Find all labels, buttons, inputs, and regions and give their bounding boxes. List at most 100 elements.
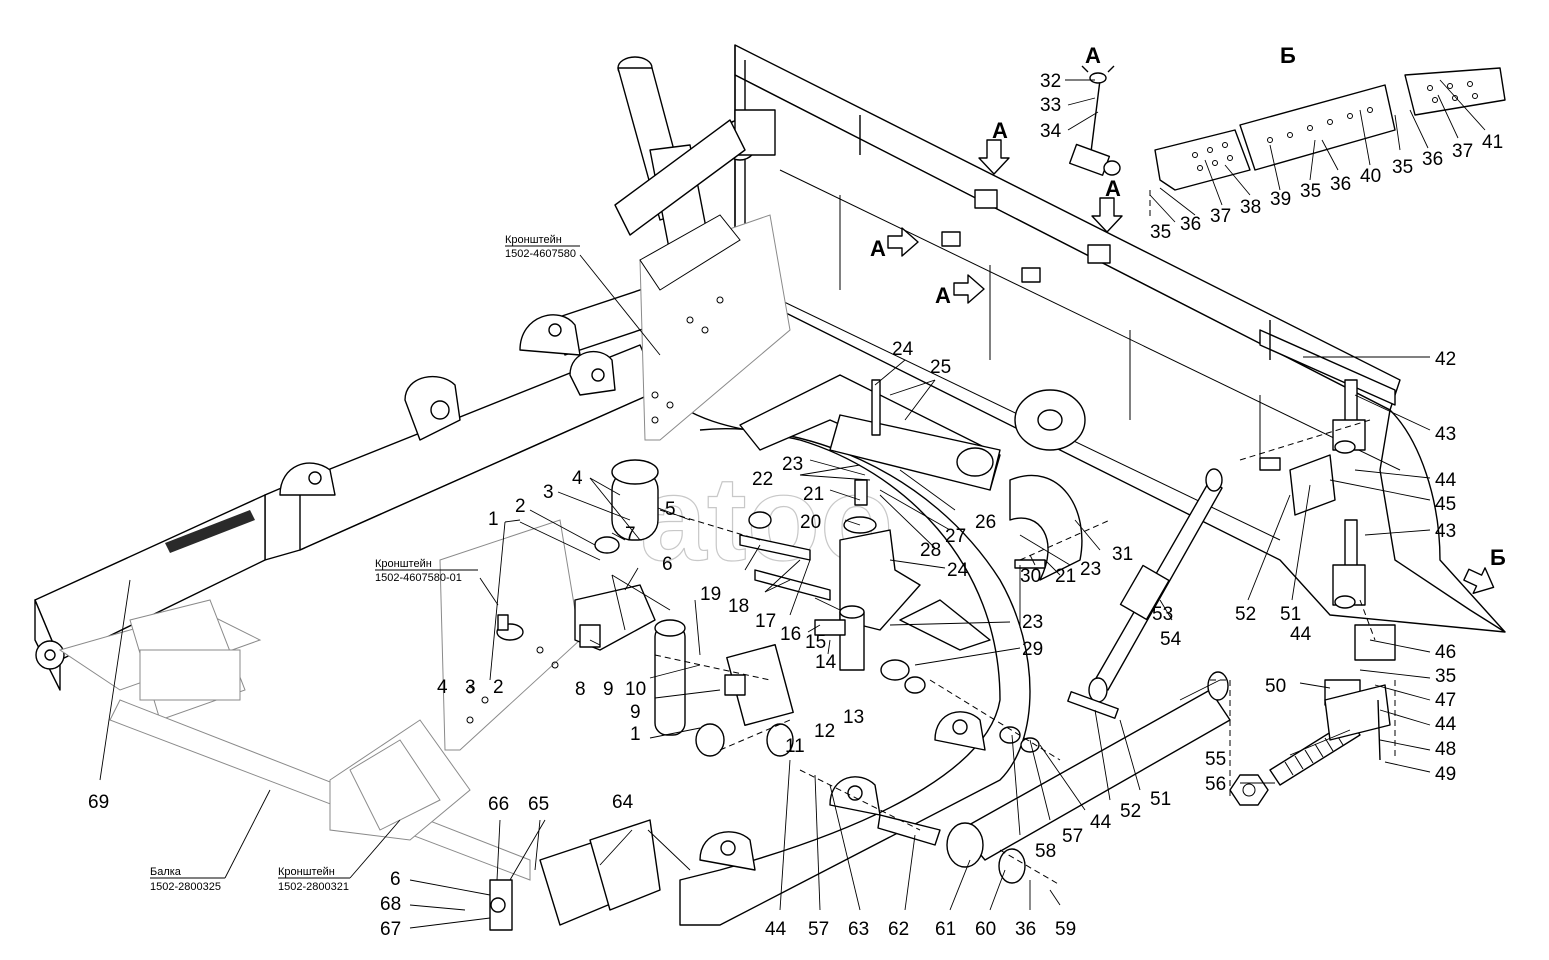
callout: 35 — [1300, 181, 1321, 202]
callout: 63 — [848, 919, 869, 940]
callout: 18 — [728, 596, 749, 617]
callout: 34 — [1040, 121, 1062, 142]
callout: 14 — [815, 652, 837, 673]
callout: 8 — [575, 679, 586, 700]
callout: 44 — [1090, 812, 1112, 833]
callout: 57 — [1062, 826, 1083, 847]
callout: 3 — [543, 482, 554, 503]
callout: 52 — [1120, 801, 1141, 822]
callout: 36 — [1180, 214, 1201, 235]
callout: 10 — [625, 679, 646, 700]
callout: 9 — [603, 679, 614, 700]
callout: 66 — [488, 794, 509, 815]
captions: Кронштейн 1502-4607580 Кронштейн 1502-46… — [150, 234, 580, 893]
callout: 23 — [782, 454, 803, 475]
callout: 55 — [1205, 749, 1226, 770]
callout: 6 — [390, 869, 401, 890]
callout: 42 — [1435, 349, 1456, 370]
callout: 31 — [1112, 544, 1133, 565]
callout: 24 — [892, 339, 914, 360]
callout: 19 — [700, 584, 721, 605]
callout: 23 — [1022, 612, 1043, 633]
callout: 4 — [437, 677, 448, 698]
callout: 62 — [888, 919, 909, 940]
leader-lines — [99, 79, 1486, 929]
callout: 35 — [1150, 222, 1171, 243]
caption-bracket-top-code: 1502-4607580 — [505, 248, 576, 260]
callout: 12 — [814, 721, 835, 742]
callout: 22 — [752, 469, 773, 490]
callout: 26 — [975, 512, 996, 533]
diagonal-brace — [877, 671, 1231, 884]
detail-a — [1068, 65, 1121, 176]
callout: 11 — [785, 736, 805, 757]
callout: 56 — [1205, 774, 1226, 795]
callout: 5 — [665, 499, 676, 520]
callout: 30 — [1020, 566, 1041, 587]
caption-beam-code: 1502-2800325 — [150, 881, 221, 893]
callout: 15 — [805, 632, 826, 653]
view-letter-b-title: Б — [1280, 43, 1296, 68]
callout: 17 — [755, 611, 776, 632]
caption-bracket-bottom-title: Кронштейн — [278, 866, 335, 878]
callout: 44 — [1435, 470, 1457, 491]
detail-a-markers — [887, 139, 1495, 594]
callout: 36 — [1015, 919, 1036, 940]
callout: 59 — [1055, 919, 1076, 940]
callout: 44 — [1435, 714, 1457, 735]
callout: 58 — [1035, 841, 1056, 862]
callout: 46 — [1435, 642, 1456, 663]
callout: 64 — [612, 792, 634, 813]
push-frame — [34, 314, 1031, 926]
callout: 39 — [1270, 189, 1291, 210]
callout: 43 — [1435, 521, 1456, 542]
caption-bracket-bottom-code: 1502-2800321 — [278, 881, 349, 893]
callout: 1 — [630, 724, 641, 745]
caption-bracket-top-title: Кронштейн — [505, 234, 562, 246]
callout: 44 — [765, 919, 787, 940]
callout: 20 — [800, 512, 821, 533]
callout: 69 — [88, 792, 109, 813]
callout: 3 — [465, 677, 476, 698]
callout: 23 — [1080, 559, 1101, 580]
callout: 67 — [380, 919, 401, 940]
callout: 28 — [920, 540, 941, 561]
callout: 38 — [1240, 197, 1261, 218]
caption-beam-title: Балка — [150, 866, 182, 878]
detail-b — [1154, 67, 1506, 191]
turnbuckle — [1088, 468, 1223, 703]
callout: 37 — [1210, 206, 1231, 227]
right-side-parts — [1259, 379, 1396, 761]
callout: 24 — [947, 560, 969, 581]
callout: 52 — [1235, 604, 1256, 625]
callout: 68 — [380, 894, 401, 915]
view-letter-a: А — [992, 118, 1008, 143]
callout: 33 — [1040, 95, 1061, 116]
left-clamp-parts — [496, 459, 725, 757]
callout: 65 — [528, 794, 549, 815]
callout: 32 — [1040, 71, 1061, 92]
callout: 61 — [935, 919, 956, 940]
callout: 48 — [1435, 739, 1456, 760]
view-letter-a-title: А — [1085, 43, 1101, 68]
callout: 45 — [1435, 494, 1456, 515]
callout: 51 — [1150, 789, 1171, 810]
view-letter-a: А — [935, 283, 951, 308]
center-parts — [724, 374, 1119, 757]
callout: 4 — [572, 468, 583, 489]
callout: 37 — [1452, 141, 1473, 162]
callout: 6 — [662, 554, 673, 575]
beam-assembly — [58, 599, 531, 881]
callout: 40 — [1360, 166, 1381, 187]
callout: 36 — [1422, 149, 1443, 170]
callout: 49 — [1435, 764, 1456, 785]
callout: 9 — [630, 702, 641, 723]
callout: 7 — [625, 524, 636, 545]
callout: 2 — [515, 496, 526, 517]
callout: 53 — [1152, 604, 1173, 625]
callout: 25 — [930, 357, 951, 378]
view-letter-a: А — [1105, 176, 1121, 201]
callout: 50 — [1265, 676, 1286, 697]
callout: 16 — [780, 624, 801, 645]
